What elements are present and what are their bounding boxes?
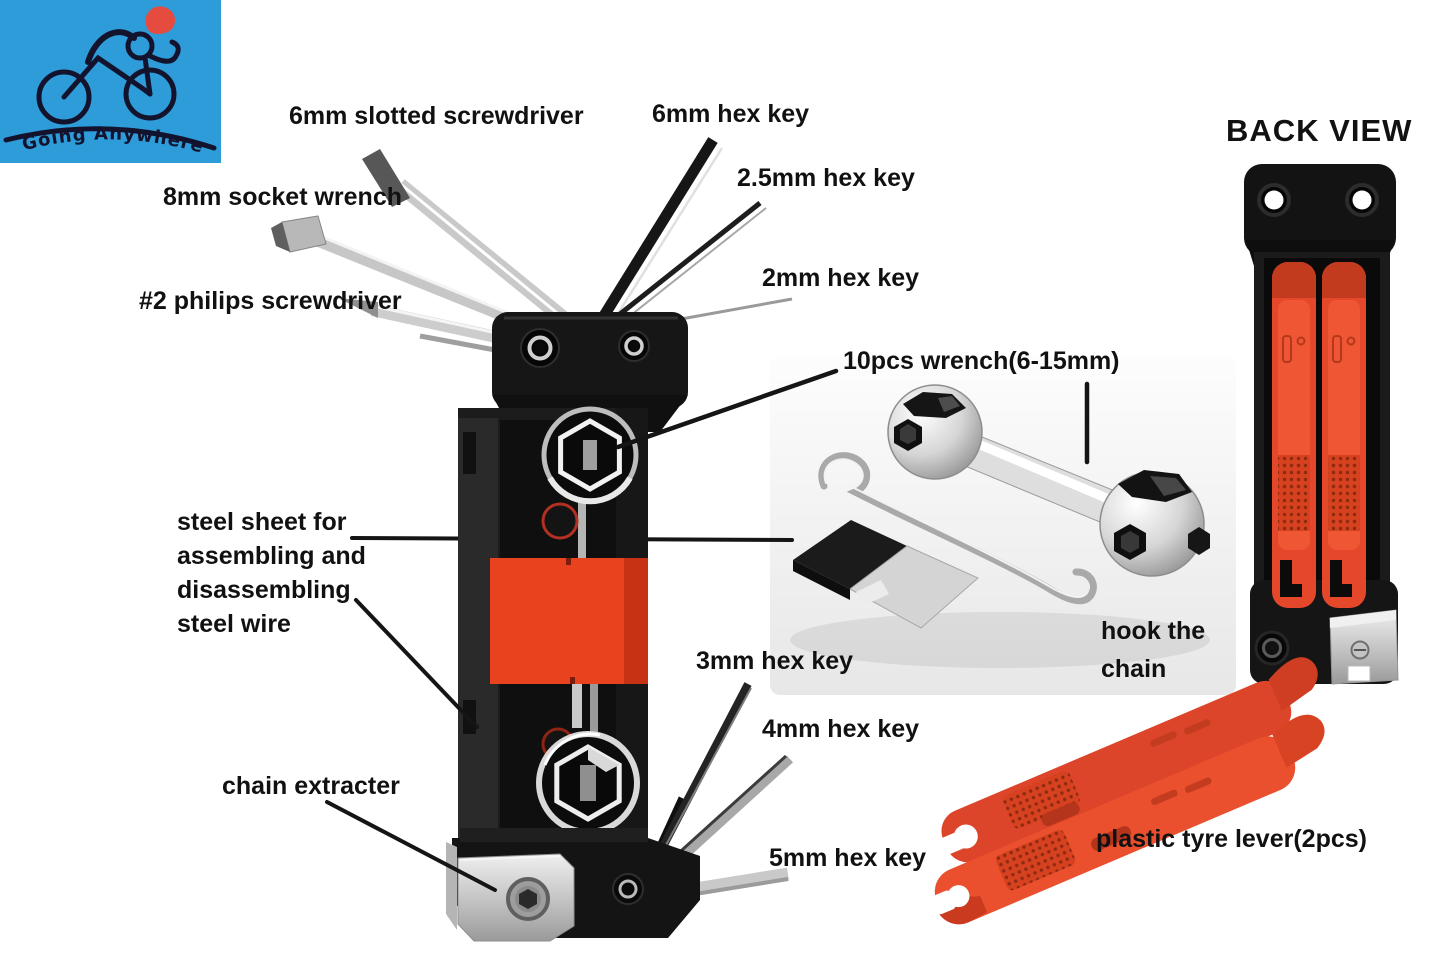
brand-logo: Going Anywhere <box>0 0 221 163</box>
leader-line-chain-extracter <box>325 800 497 892</box>
socket-top <box>541 406 639 505</box>
head-bolt-right <box>618 330 650 362</box>
logo-rear-wheel <box>36 69 92 125</box>
tyre-levers-photo <box>931 657 1325 925</box>
label-philips-screwdriver: #2 philips screwdriver <box>139 287 402 315</box>
hex-key-2-5mm-rod <box>608 201 762 324</box>
head-bolt-left <box>520 328 560 368</box>
logo-rider-head <box>125 31 155 61</box>
socket-bottom <box>536 731 640 835</box>
label-hex-key-4mm: 4mm hex key <box>762 715 920 743</box>
philips-tip <box>338 298 378 318</box>
photo-background <box>770 356 1236 695</box>
logo-fork <box>142 55 153 97</box>
label-hex-key-3mm: 3mm hex key <box>696 647 854 675</box>
leader-line-10pcs-wrench <box>615 368 839 450</box>
label-steel-sheet: steel sheet for assembling and disassemb… <box>177 508 366 638</box>
label-hex-key-2-5mm: 2.5mm hex key <box>737 164 915 192</box>
stowed-tyre-levers <box>1272 262 1366 608</box>
back-hole-right <box>1345 183 1379 217</box>
logo-rider-back <box>85 29 137 65</box>
slotted-blade <box>362 149 410 207</box>
logo-front-wheel <box>123 67 177 121</box>
label-hex-key-6mm: 6mm hex key <box>652 100 810 128</box>
label-hex-key-5mm: 5mm hex key <box>769 844 927 872</box>
steel-sheet-item <box>793 520 979 629</box>
red-band <box>490 558 648 684</box>
label-back-view-title: BACK VIEW <box>1226 113 1413 148</box>
dumbbell-wrench-item <box>887 384 1210 577</box>
back-extractor-block <box>1329 609 1399 685</box>
leader-line-steel-sheet-diagonal <box>354 598 479 729</box>
tool-head <box>492 312 688 408</box>
chain-hook-item <box>818 452 1097 605</box>
tyre-lever-rear <box>938 657 1318 863</box>
logo-handlebar <box>147 39 181 64</box>
tyre-lever-front <box>931 714 1325 925</box>
hex-key-6mm-rod <box>587 137 718 338</box>
hex-key-3mm-rod <box>651 682 752 864</box>
chain-extractor-block <box>457 853 575 942</box>
label-socket-wrench-8mm: 8mm socket wrench <box>163 183 402 211</box>
logo-red-cap <box>145 6 176 34</box>
multitool-front-view <box>271 137 794 942</box>
logo-frame <box>61 54 153 100</box>
label-chain-extracter: chain extracter <box>222 772 400 800</box>
label-10pcs-wrench: 10pcs wrench(6-15mm) <box>843 347 1120 375</box>
leader-lines <box>325 368 1090 892</box>
back-hole-left <box>1257 183 1291 217</box>
back-bolt <box>1254 630 1290 666</box>
label-slotted-screwdriver: 6mm slotted screwdriver <box>289 102 584 130</box>
label-hex-key-2mm: 2mm hex key <box>762 264 920 292</box>
label-plastic-tyre-lever: plastic tyre lever(2pcs) <box>1096 825 1367 853</box>
base-bolt-right <box>612 873 644 905</box>
logo-ground-line <box>3 126 217 151</box>
wrench-kit-photo <box>770 356 1236 695</box>
multitool-back-view <box>1244 164 1399 685</box>
socket-wrench-8mm-tip <box>271 215 327 253</box>
label-hook-the-chain: hook the chain <box>1101 617 1206 683</box>
